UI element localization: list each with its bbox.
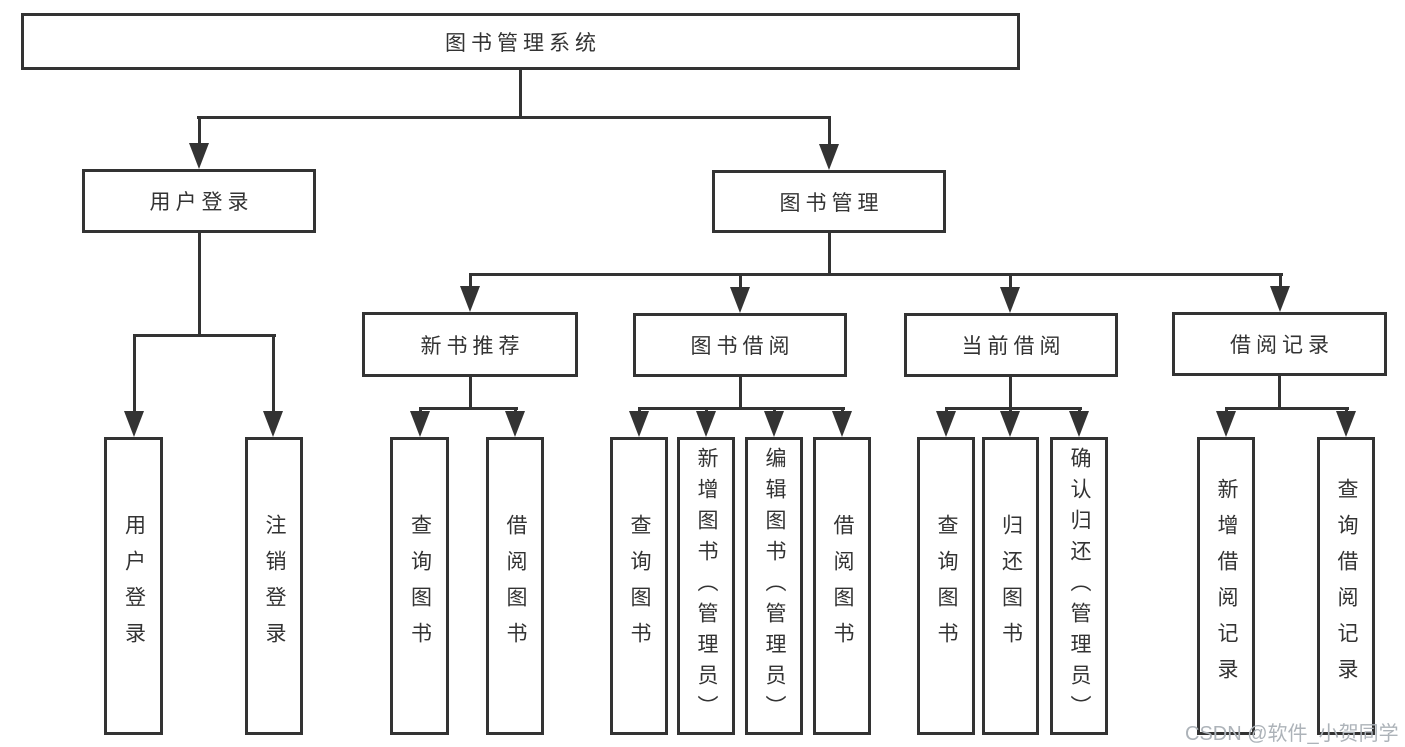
leaf-borrow-edit-books-admin: 编辑图书（管理员） — [745, 437, 803, 735]
leaf-logout: 注销登录 — [245, 437, 303, 735]
node-book-borrow: 图书借阅 — [633, 313, 847, 377]
connector-arrow-to-borrow-records — [1270, 273, 1291, 312]
leaf-current-confirm-return-admin: 确认归还（管理员） — [1050, 437, 1108, 735]
connector-stem-book-mgmt — [828, 233, 831, 276]
connector-arrow-current-query — [936, 407, 957, 437]
connector-stem-book-borrow — [739, 377, 742, 410]
node-user-login: 用户登录 — [82, 169, 316, 233]
leaf-records-query-record: 查询借阅记录 — [1317, 437, 1375, 735]
node-book-mgmt: 图书管理 — [712, 170, 946, 233]
connector-arrow-borrow-borrow — [832, 407, 853, 437]
connector-arrow-current-confirm — [1069, 407, 1090, 437]
connector-rail-book-borrow — [638, 407, 845, 410]
connector-arrow-to-current-borrow — [1000, 273, 1021, 313]
connector-arrow-to-leaf-user-login — [124, 334, 145, 437]
leaf-records-add-record: 新增借阅记录 — [1197, 437, 1255, 735]
node-borrow-records: 借阅记录 — [1172, 312, 1387, 376]
connector-stem-current-borrow — [1009, 377, 1012, 410]
connector-arrow-newbook-query — [410, 407, 431, 437]
node-root: 图书管理系统 — [21, 13, 1020, 70]
connector-arrow-newbook-borrow — [505, 407, 526, 437]
connector-arrow-borrow-query — [629, 407, 650, 437]
connector-arrow-borrow-edit — [764, 407, 785, 437]
connector-arrow-to-new-book — [460, 273, 481, 312]
connector-rail-user-login — [133, 334, 276, 337]
connector-stem-root — [519, 69, 522, 119]
connector-rail-borrow-records — [1225, 407, 1349, 410]
connector-rail-current-borrow — [945, 407, 1082, 410]
leaf-newbook-query-books: 查询图书 — [390, 437, 449, 735]
connector-arrow-records-query — [1336, 407, 1357, 437]
connector-rail-new-book — [419, 407, 518, 410]
connector-arrow-to-leaf-logout — [263, 334, 284, 437]
leaf-current-query-books: 查询图书 — [917, 437, 975, 735]
leaf-current-return-books: 归还图书 — [982, 437, 1039, 735]
connector-rail-book-mgmt — [469, 273, 1283, 276]
connector-arrow-to-book-borrow — [730, 273, 751, 313]
connector-arrow-records-add — [1216, 407, 1237, 437]
leaf-borrow-query-books: 查询图书 — [610, 437, 668, 735]
connector-stem-borrow-records — [1278, 375, 1281, 410]
connector-arrow-to-user-login — [189, 116, 210, 169]
csdn-watermark: CSDN @软件_小贺同学 — [1185, 723, 1399, 745]
leaf-user-login: 用户登录 — [104, 437, 163, 735]
node-current-borrow: 当前借阅 — [904, 313, 1118, 377]
connector-stem-user-login — [198, 233, 201, 337]
connector-arrow-borrow-add — [696, 407, 717, 437]
connector-arrow-current-return — [1000, 407, 1021, 437]
node-new-book-recommend: 新书推荐 — [362, 312, 578, 377]
leaf-borrow-borrow-books: 借阅图书 — [813, 437, 871, 735]
leaf-newbook-borrow-books: 借阅图书 — [486, 437, 544, 735]
connector-rail-level2 — [197, 116, 831, 119]
connector-stem-new-book — [469, 377, 472, 410]
leaf-borrow-add-books-admin: 新增图书（管理员） — [677, 437, 735, 735]
connector-arrow-to-book-mgmt — [819, 116, 840, 170]
